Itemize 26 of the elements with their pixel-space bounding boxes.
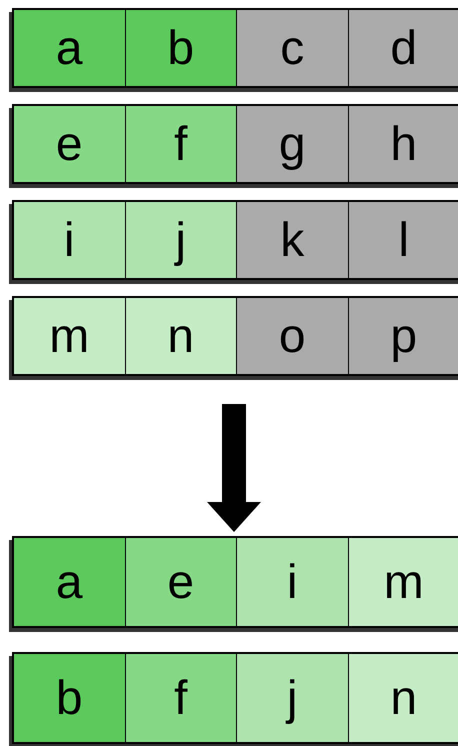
letter-cell: m (348, 538, 458, 626)
letter-cell: l (348, 202, 458, 278)
letter-cell: p (348, 298, 458, 374)
letter-cell: b (126, 10, 237, 86)
letter-cell: n (348, 654, 458, 742)
letter-cell: h (348, 106, 458, 182)
letter-cell: d (348, 10, 458, 86)
letter-cell: a (14, 10, 126, 86)
letter-cell: m (14, 298, 126, 374)
letter-cell: k (237, 202, 348, 278)
cell-row (12, 652, 458, 744)
letter-cell: c (237, 10, 348, 86)
letter-cell: a (14, 538, 126, 626)
letter-cell: i (237, 538, 348, 626)
letter-cell: f (126, 106, 237, 182)
letter-cell: b (14, 654, 126, 742)
letter-cell: i (14, 202, 126, 278)
arrow (207, 404, 261, 532)
letter-cell: o (237, 298, 348, 374)
letter-cell: j (237, 654, 348, 742)
letter-cell: e (14, 106, 126, 182)
letter-cell: j (126, 202, 237, 278)
letter-cell: n (126, 298, 237, 374)
letter-cell: g (237, 106, 348, 182)
letter-cell: e (126, 538, 237, 626)
letter-cell: f (126, 654, 237, 742)
